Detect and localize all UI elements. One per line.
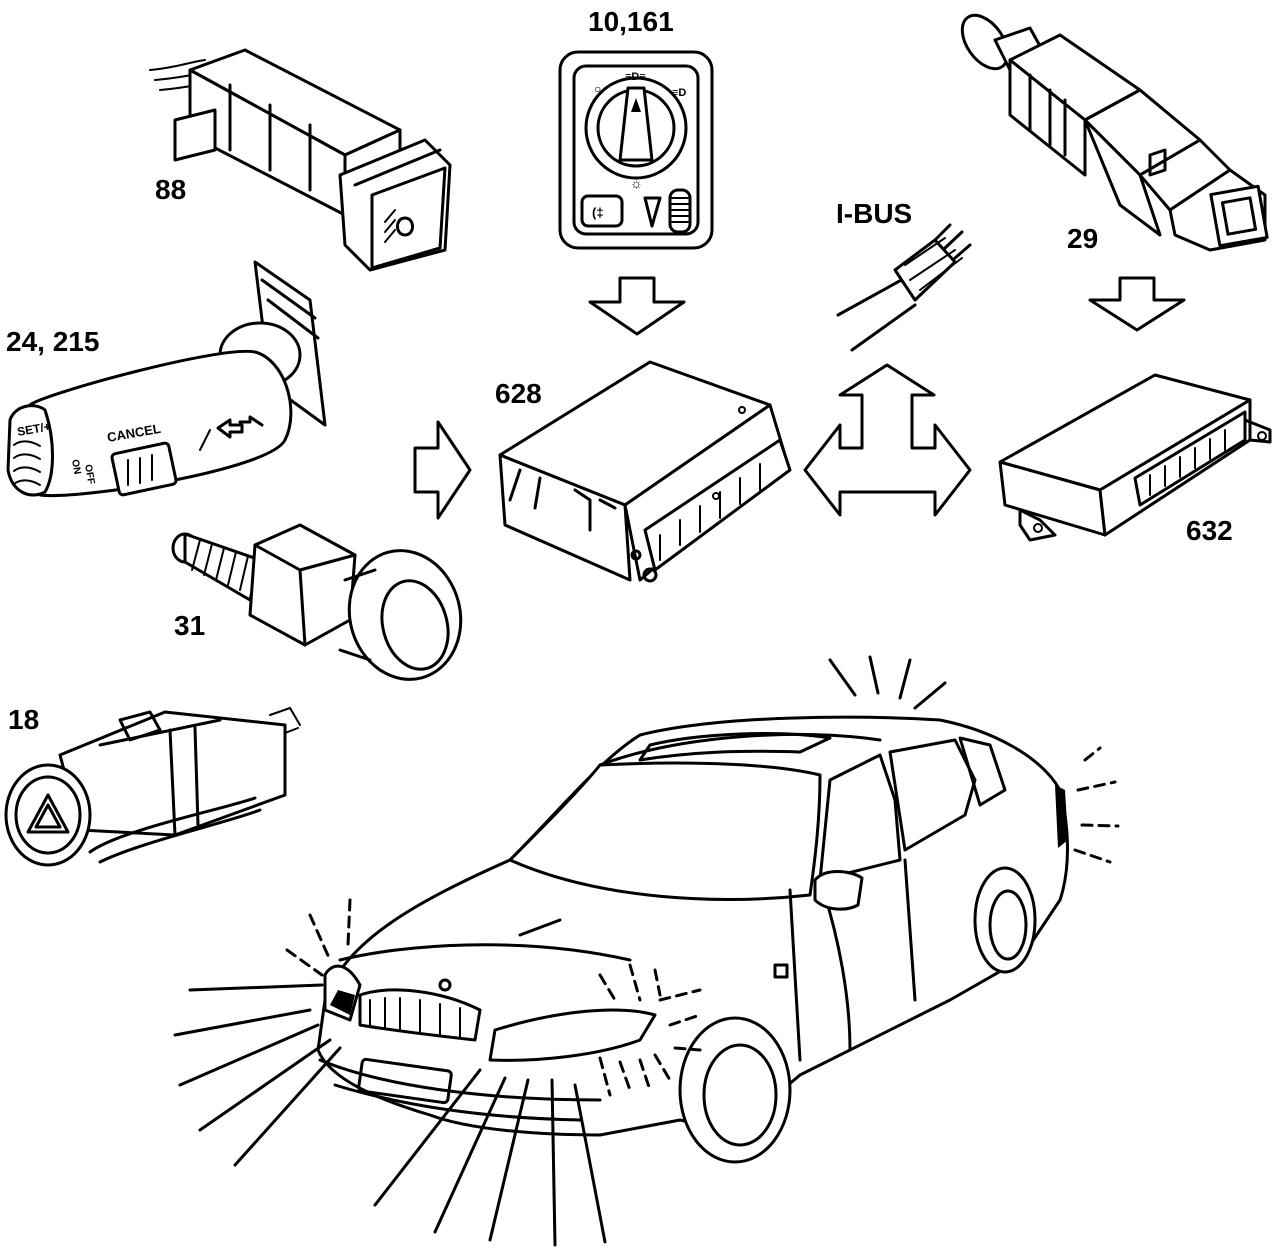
svg-text:≡D: ≡D (672, 87, 686, 99)
cruise-control-stalk (6, 260, 327, 498)
stalk-on-label: ON (69, 459, 82, 476)
label-brake-switch: 29 (1067, 223, 1099, 254)
label-light-switch: 10,161 (588, 6, 674, 37)
fog-light-switch (149, 48, 452, 272)
ibus-cable (836, 223, 972, 352)
control-unit-628 (498, 360, 792, 583)
label-cruise-stalk: 24, 215 (6, 326, 100, 357)
arrow-right-into-628 (413, 420, 472, 520)
label-ibus: I-BUS (836, 198, 913, 229)
temperature-sensor (171, 523, 463, 681)
light-switch-panel: ≡D≡ ○ ≡D ☼ (‡ (558, 50, 714, 250)
stalk-off-label: OFF (82, 464, 96, 486)
svg-text:≡D≡: ≡D≡ (625, 71, 646, 83)
stalk-set-label: SET/+ (16, 419, 52, 439)
svg-text:○: ○ (594, 82, 601, 96)
label-temp-sensor: 31 (174, 610, 206, 641)
light-rays (173, 655, 1120, 1247)
car-illustration (316, 715, 1069, 1164)
label-control-unit-628: 628 (495, 378, 542, 409)
label-hazard-switch: 18 (8, 704, 40, 735)
control-unit-632 (998, 373, 1272, 542)
bidirectional-arrows (803, 363, 972, 517)
label-fog-switch: 88 (155, 174, 187, 205)
hazard-warning-switch (4, 706, 301, 867)
svg-text:(‡: (‡ (592, 205, 604, 220)
arrow-down-right (1088, 276, 1186, 332)
arrow-down-left (588, 276, 686, 336)
svg-text:☼: ☼ (630, 175, 643, 191)
label-control-unit-632: 632 (1186, 515, 1233, 546)
brake-light-switch (960, 13, 1269, 252)
